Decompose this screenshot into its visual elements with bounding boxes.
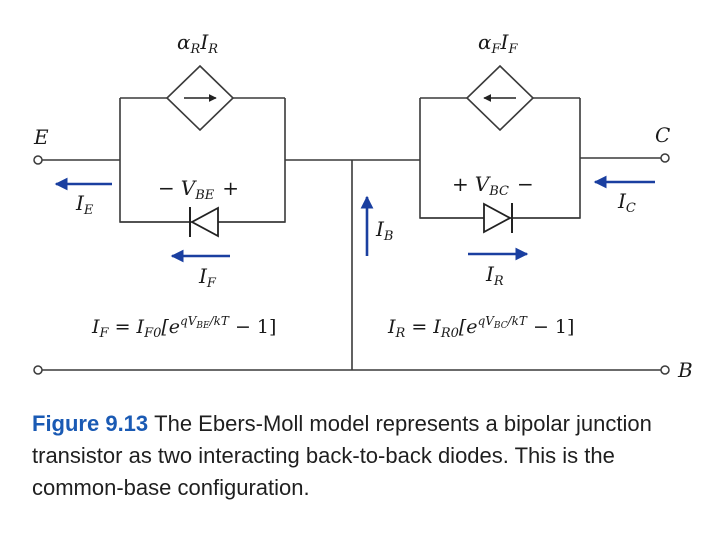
- base-terminal: [660, 365, 670, 375]
- left-dependent-source: [165, 64, 235, 132]
- right-source-label: αFIF: [478, 30, 518, 57]
- if-label: IF: [198, 264, 217, 291]
- circuit-diagram: E C B αRIR αFIF −VBE+ +VBC− IE IC IB IF …: [33, 30, 693, 382]
- caption-text: The Ebers-Moll model represents a bipola…: [32, 411, 652, 500]
- ic-label: IC: [617, 189, 636, 216]
- ie-label: IE: [75, 191, 94, 218]
- right-diode: [483, 202, 513, 234]
- ib-label: IB: [375, 217, 393, 244]
- if-equation: IF = IF0[eqVBE/kT − 1]: [91, 314, 276, 341]
- ir-equation: IR = IR0[eqVBC/kT − 1]: [387, 314, 574, 341]
- collector-terminal: [660, 153, 670, 163]
- right-dependent-source: [465, 64, 535, 132]
- wires: [40, 97, 662, 371]
- base-label: B: [677, 358, 693, 382]
- collector-label: C: [655, 123, 670, 147]
- vbe-label: −VBE+: [158, 176, 239, 203]
- figure-label: Figure 9.13: [32, 411, 149, 436]
- vbc-label: +VBC−: [452, 172, 534, 199]
- ir-label: IR: [485, 262, 504, 289]
- emitter-terminal: [33, 155, 43, 165]
- base-left-terminal: [33, 365, 43, 375]
- emitter-label: E: [33, 125, 49, 149]
- left-diode: [189, 206, 219, 238]
- left-source-label: αRIR: [177, 30, 218, 57]
